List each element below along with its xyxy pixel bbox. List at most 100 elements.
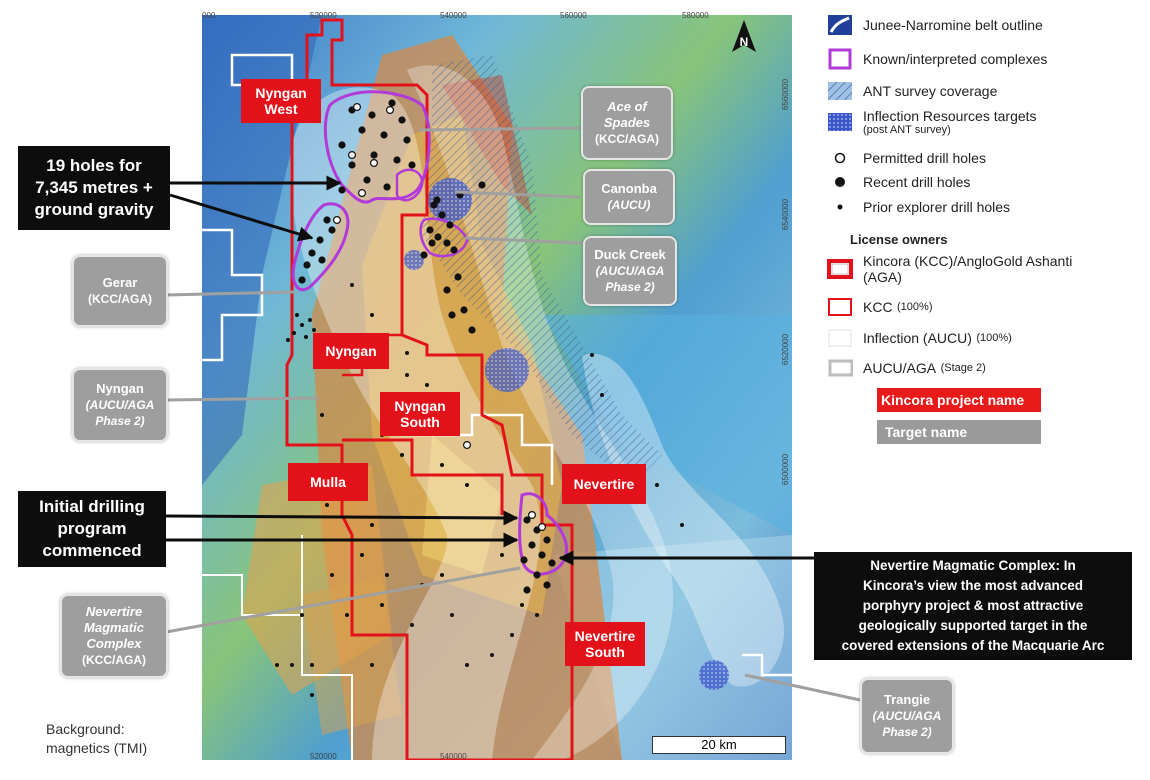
prior-drill-hole xyxy=(275,663,279,667)
recent-drill-hole xyxy=(446,221,454,229)
recent-drill-hole xyxy=(328,226,336,234)
prior-drill-hole xyxy=(520,603,524,607)
target-canonba: Canonba(AUCU) xyxy=(583,169,675,225)
legend-recent-holes: Recent drill holes xyxy=(805,171,970,193)
prior-drill-hole xyxy=(590,353,594,357)
map-legend: Junee-Narromine belt outline Known/inter… xyxy=(805,0,1150,450)
target-dots-icon xyxy=(827,111,853,133)
permitted-drill-hole xyxy=(353,102,362,111)
legend-inflection-targets: Inflection Resources targets (post ANT s… xyxy=(805,108,1037,136)
prior-drill-hole xyxy=(345,613,349,617)
target-name-swatch: Target name xyxy=(877,420,1041,444)
permitted-drill-hole xyxy=(386,105,395,114)
recent-drill-hole xyxy=(368,111,376,119)
ant-hatch-icon xyxy=(827,80,853,102)
recent-drill-hole xyxy=(363,176,371,184)
prior-drill-hole xyxy=(405,351,409,355)
x-tick-4: 560000 xyxy=(560,11,587,20)
prior-drill-hole xyxy=(380,603,384,607)
prior-drill-hole xyxy=(655,483,659,487)
prior-drill-hole xyxy=(300,613,304,617)
permitted-drill-hole xyxy=(463,441,472,450)
prior-drill-hole xyxy=(510,633,514,637)
target-gerar: Gerar(KCC/AGA) xyxy=(72,255,168,327)
prior-drill-hole xyxy=(308,318,312,322)
prior-drill-hole xyxy=(330,573,334,577)
prior-drill-hole xyxy=(440,573,444,577)
recent-drill-hole xyxy=(543,581,551,589)
prior-drill-hole xyxy=(440,463,444,467)
x-tick-2: 520000 xyxy=(310,11,337,20)
recent-hole-icon xyxy=(827,171,853,193)
recent-drill-hole xyxy=(426,226,434,234)
prior-drill-hole xyxy=(370,523,374,527)
recent-drill-hole xyxy=(543,536,551,544)
permitted-drill-hole xyxy=(333,216,342,225)
recent-drill-hole xyxy=(528,541,536,549)
recent-drill-hole xyxy=(318,256,326,264)
north-arrow-icon: N xyxy=(732,20,756,52)
prior-drill-hole xyxy=(370,663,374,667)
recent-drill-hole xyxy=(443,286,451,294)
prior-drill-hole xyxy=(450,613,454,617)
recent-drill-hole xyxy=(380,131,388,139)
x-tick-1: 000 xyxy=(202,11,216,20)
permitted-drill-hole xyxy=(528,511,537,520)
recent-drill-hole xyxy=(428,239,436,247)
x-tick-5: 580000 xyxy=(682,11,709,20)
recent-drill-hole xyxy=(438,211,446,219)
recent-drill-hole xyxy=(308,249,316,257)
recent-drill-hole xyxy=(448,311,456,319)
target-trangie: Trangie(AUCU/AGA Phase 2) xyxy=(860,678,954,754)
recent-drill-hole xyxy=(548,559,556,567)
legend-kcc-aga: Kincora (KCC)/AngloGold Ashanti (AGA) xyxy=(805,253,1072,285)
scale-bar: 20 km xyxy=(652,736,786,754)
recent-drill-hole xyxy=(433,196,441,204)
project-name-swatch: Kincora project name xyxy=(877,388,1041,412)
legend-complexes: Known/interpreted complexes xyxy=(805,48,1047,70)
recent-drill-hole xyxy=(478,181,486,189)
project-nyngan: Nyngan xyxy=(313,333,389,369)
prior-drill-hole xyxy=(290,663,294,667)
callout-nevertire-note: Nevertire Magmatic Complex: In Kincora’s… xyxy=(814,552,1132,660)
svg-text:N: N xyxy=(740,35,749,49)
prior-drill-hole xyxy=(465,483,469,487)
background-note: Background: magnetics (TMI) xyxy=(46,721,148,756)
recent-drill-hole xyxy=(443,239,451,247)
prior-drill-hole xyxy=(370,313,374,317)
recent-drill-hole xyxy=(393,156,401,164)
legend-inflection: Inflection (AUCU) (100%) xyxy=(805,327,1012,349)
prior-drill-hole xyxy=(410,623,414,627)
x-tick-3: 540000 xyxy=(440,11,467,20)
recent-drill-hole xyxy=(468,326,476,334)
project-mulla: Mulla xyxy=(288,463,368,501)
complex-outline-icon xyxy=(827,48,853,70)
target-nyngan: Nyngan(AUCU/AGA Phase 2) xyxy=(72,368,168,442)
prior-drill-hole xyxy=(325,503,329,507)
prior-drill-hole xyxy=(535,613,539,617)
recent-drill-hole xyxy=(434,233,442,241)
prior-drill-hole xyxy=(360,553,364,557)
recent-drill-hole xyxy=(303,261,311,269)
recent-drill-hole xyxy=(403,136,411,144)
recent-drill-hole xyxy=(398,116,406,124)
recent-drill-hole xyxy=(298,276,306,284)
permitted-drill-hole xyxy=(538,523,547,532)
recent-drill-hole xyxy=(338,141,346,149)
prior-drill-hole xyxy=(310,693,314,697)
recent-drill-hole xyxy=(370,151,378,159)
prior-drill-hole xyxy=(465,663,469,667)
prior-drill-hole xyxy=(312,328,316,332)
recent-drill-hole xyxy=(408,161,416,169)
recent-drill-hole xyxy=(523,516,531,524)
prior-drill-hole xyxy=(292,331,296,335)
prior-drill-hole xyxy=(500,553,504,557)
legend-prior-holes: Prior explorer drill holes xyxy=(805,196,1010,218)
prior-drill-hole xyxy=(350,283,354,287)
permitted-hole-icon xyxy=(827,147,853,169)
